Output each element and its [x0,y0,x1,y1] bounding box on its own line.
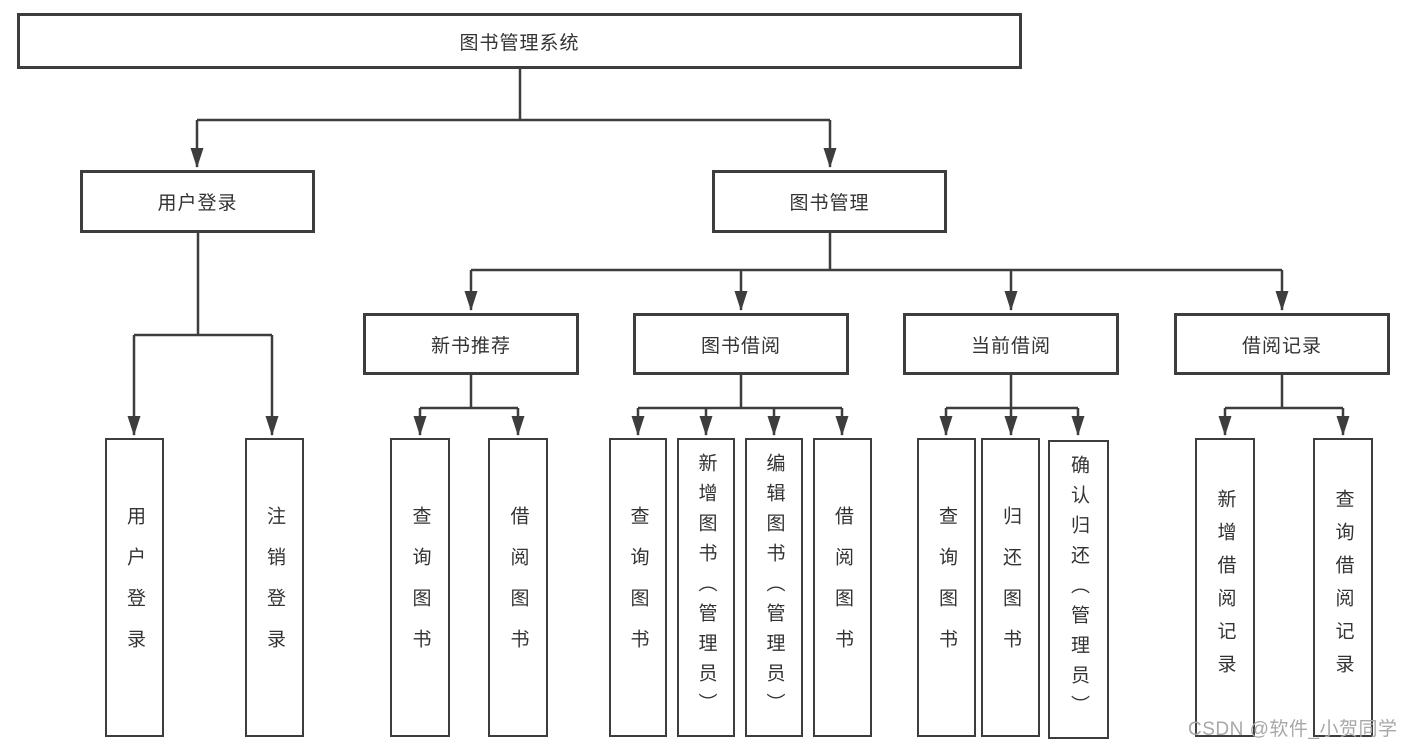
node-leaf-borrow-books-1: 借阅图书 [488,438,548,737]
node-book-management: 图书管理 [712,170,947,233]
node-leaf-query-books-2: 查询图书 [609,438,667,737]
node-label: 借阅记录 [1241,335,1322,357]
node-leaf-borrow-books-2: 借阅图书 [813,438,872,737]
csdn-watermark: CSDN @软件_小贺同学 [1188,719,1398,740]
node-leaf-confirm-return-admin: 确认归还（管理员） [1048,440,1109,739]
node-leaf-add-borrow-record: 新增借阅记录 [1195,438,1255,737]
node-label: 查询图书 [409,505,431,670]
node-leaf-return-books: 归还图书 [981,438,1040,737]
node-label: 查询图书 [936,505,957,670]
node-label: 用户登录 [157,193,238,214]
node-label: 注销登录 [264,505,285,670]
node-borrowing-records: 借阅记录 [1174,313,1390,375]
node-label: 图书借阅 [700,335,781,357]
node-leaf-query-books-3: 查询图书 [917,438,976,737]
node-leaf-add-books-admin: 新增图书（管理员） [677,438,735,737]
node-leaf-user-login: 用户登录 [105,438,164,737]
node-label: 图书管理系统 [459,32,580,54]
node-leaf-query-borrow-record: 查询借阅记录 [1313,438,1373,737]
node-label: 查询图书 [627,505,649,670]
node-label: 编辑图书（管理员） [763,452,785,723]
node-label: 图书管理 [789,193,870,214]
node-library-management-system: 图书管理系统 [17,13,1022,69]
node-leaf-edit-books-admin: 编辑图书（管理员） [745,438,803,737]
node-label: 新增借阅记录 [1214,488,1236,687]
node-user-login: 用户登录 [80,170,315,233]
node-label: 借阅图书 [832,505,853,670]
node-new-book-recommendation: 新书推荐 [363,313,579,375]
node-leaf-logout: 注销登录 [245,438,304,737]
node-label: 用户登录 [124,505,145,670]
node-label: 当前借阅 [970,335,1051,357]
node-leaf-query-books-1: 查询图书 [390,438,450,737]
node-label: 归还图书 [1000,505,1021,670]
node-label: 查询借阅记录 [1332,488,1354,687]
node-book-borrowing: 图书借阅 [633,313,849,375]
node-label: 新书推荐 [430,335,511,357]
node-label: 借阅图书 [507,505,529,670]
node-label: 新增图书（管理员） [695,452,717,723]
node-current-borrowing: 当前借阅 [903,313,1119,375]
node-label: 确认归还（管理员） [1068,454,1089,725]
